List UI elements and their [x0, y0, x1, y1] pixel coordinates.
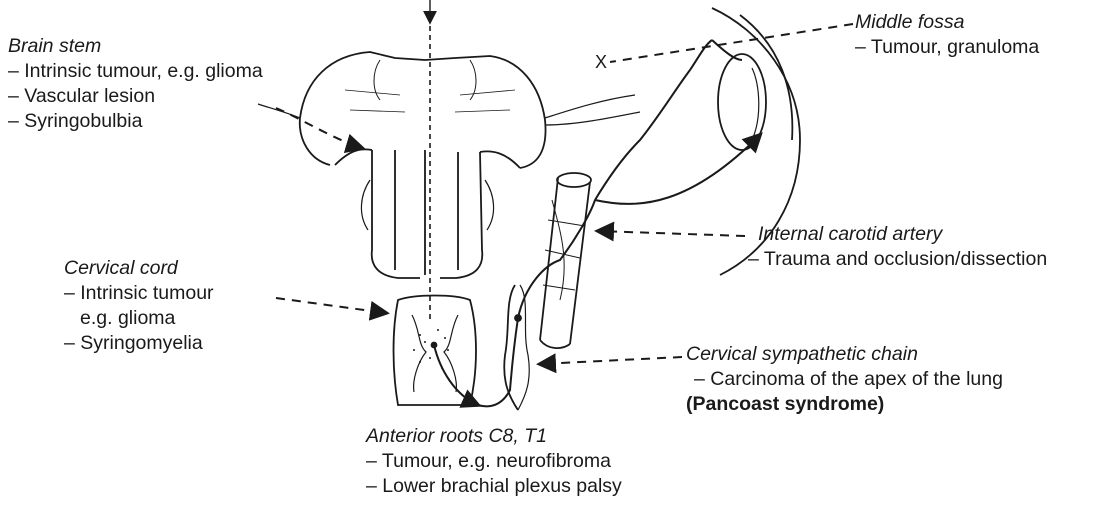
- label-sympathetic-chain: Cervical sympathetic chain – Carcinoma o…: [686, 342, 1003, 417]
- label-anterior-roots: Anterior roots C8, T1 – Tumour, e.g. neu…: [366, 424, 622, 499]
- middle-fossa-item-1: – Tumour, granuloma: [855, 35, 1039, 60]
- sympathetic-chain-title: Cervical sympathetic chain: [686, 342, 1003, 367]
- cervical-cord-item-1: – Intrinsic tumour: [64, 281, 214, 306]
- sympathetic-chain-emphasis: (Pancoast syndrome): [686, 392, 1003, 417]
- lesion-cross-marker: X: [595, 52, 607, 72]
- middle-fossa-title: Middle fossa: [855, 10, 1039, 35]
- brain-stem-item-2: – Vascular lesion: [8, 84, 263, 109]
- brain-stem-item-1: – Intrinsic tumour, e.g. glioma: [8, 59, 263, 84]
- brain-stem-title: Brain stem: [8, 34, 263, 59]
- label-middle-fossa: Middle fossa – Tumour, granuloma: [855, 10, 1039, 60]
- internal-carotid-item-1: – Trauma and occlusion/dissection: [748, 247, 1047, 272]
- carotid-artery-drawing: [540, 173, 591, 348]
- anterior-roots-item-2: – Lower brachial plexus palsy: [366, 474, 622, 499]
- label-cervical-cord: Cervical cord – Intrinsic tumour e.g. gl…: [64, 256, 214, 356]
- brain-stem-item-3: – Syringobulbia: [8, 109, 263, 134]
- anterior-roots-item-1: – Tumour, e.g. neurofibroma: [366, 449, 622, 474]
- cervical-cord-item-3: – Syringomyelia: [64, 331, 214, 356]
- anterior-roots-title: Anterior roots C8, T1: [366, 424, 622, 449]
- cervical-cord-item-2: e.g. glioma: [64, 306, 214, 331]
- internal-carotid-title: Internal carotid artery: [748, 222, 1047, 247]
- sympathetic-chain-drawing: [504, 285, 529, 410]
- sympathetic-chain-item-1: – Carcinoma of the apex of the lung: [686, 367, 1003, 392]
- label-internal-carotid: Internal carotid artery – Trauma and occ…: [748, 222, 1047, 272]
- cervical-cord-title: Cervical cord: [64, 256, 214, 281]
- pointer-arrows: [276, 24, 853, 364]
- label-brain-stem: Brain stem – Intrinsic tumour, e.g. glio…: [8, 34, 263, 134]
